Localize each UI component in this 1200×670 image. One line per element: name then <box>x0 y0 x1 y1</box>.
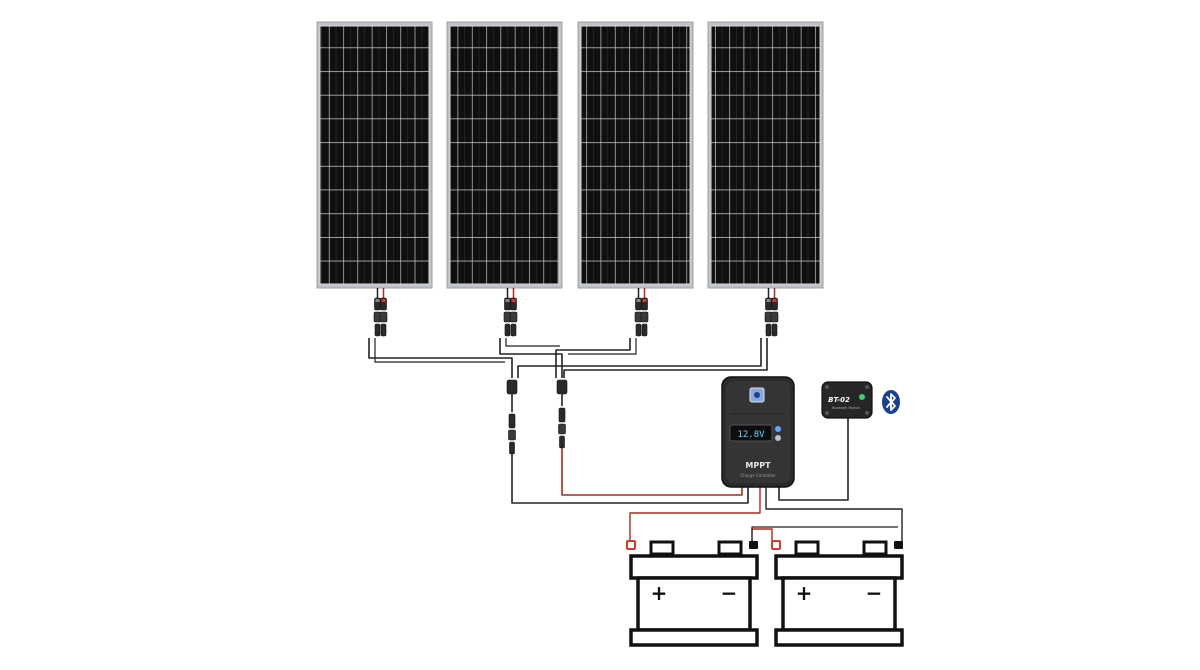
controller-button-menu[interactable] <box>775 426 781 432</box>
y-branch-connector-1 <box>506 379 518 395</box>
wire-pv-pos-to-controller <box>561 448 743 496</box>
battery-1-terminals <box>626 540 758 550</box>
controller-display-text: 12.8V <box>737 430 765 440</box>
mc4-connectors <box>373 297 779 337</box>
battery-1-positive-label: + <box>651 581 668 605</box>
wire-panel4-neg <box>517 338 762 378</box>
bluetooth-module-led <box>859 394 865 400</box>
wire-battery2-neg <box>765 487 903 541</box>
mc4-connector-pos-1 <box>379 297 388 337</box>
wire-panel2-b <box>505 338 560 347</box>
wiring <box>368 338 903 547</box>
battery-1: +− <box>626 540 759 647</box>
batteries: +−+− <box>626 540 904 647</box>
charge-controller: 12.8V MPPT Charge Controller <box>721 376 795 488</box>
controller-button-enter[interactable] <box>775 435 781 441</box>
controller-subtitle: Charge Controller <box>740 473 776 478</box>
battery-1-negative-label: − <box>721 581 738 605</box>
bluetooth-module-model: BT-02 <box>828 396 850 404</box>
solar-panel-3 <box>577 21 694 300</box>
extension-connector-2 <box>558 407 566 449</box>
bluetooth-module: BT-02 Bluetooth Module <box>821 381 873 419</box>
bluetooth-icon <box>882 390 900 414</box>
battery-2-negative-label: − <box>866 581 883 605</box>
wire-panel1-neg <box>368 338 513 378</box>
wire-panel4-pos <box>563 338 768 378</box>
mc4-connector-pos-2 <box>509 297 518 337</box>
solar-panel-2 <box>446 21 563 300</box>
wire-battery1-pos <box>629 487 761 541</box>
wire-battery-link-b <box>751 526 898 541</box>
mc4-connector-neg-2 <box>503 297 512 337</box>
wire-panel3-neg <box>555 338 631 378</box>
extension-connector-1 <box>508 413 516 455</box>
controller-brand: MPPT <box>745 461 771 470</box>
battery-2-terminals <box>771 540 903 550</box>
battery-2-positive-label: + <box>796 581 813 605</box>
mc4-connector-neg-4 <box>764 297 773 337</box>
wire-panel1-neg-b <box>374 338 505 363</box>
mc4-connector-pos-4 <box>770 297 779 337</box>
bluetooth-module-subtitle: Bluetooth Module <box>832 406 860 410</box>
solar-panel-4 <box>707 21 824 300</box>
wire-pv-neg-to-controller <box>511 454 749 504</box>
solar-panels <box>316 21 824 300</box>
wire-panel3-b <box>568 338 637 355</box>
solar-panel-1 <box>316 21 433 300</box>
mc4-connector-pos-3 <box>640 297 649 337</box>
mc4-connector-neg-3 <box>634 297 643 337</box>
y-branch-connector-2 <box>556 379 568 395</box>
controller-display <box>729 424 773 442</box>
battery-2: +− <box>771 540 904 647</box>
wire-controller-to-bluetooth <box>778 418 849 501</box>
